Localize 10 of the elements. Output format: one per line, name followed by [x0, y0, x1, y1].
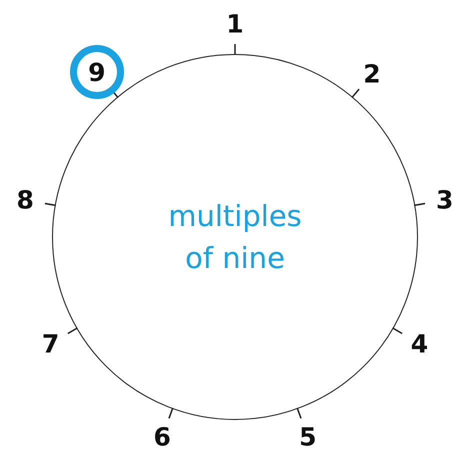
number-label: 3	[436, 188, 454, 212]
number-label: 7	[42, 331, 60, 356]
number-label: 2	[363, 61, 381, 86]
number-label: 8	[16, 188, 34, 212]
number-label: 1	[226, 12, 244, 36]
circle-title: multiples of nine	[167, 198, 303, 277]
number-label: 6	[153, 424, 171, 450]
number-label: 4	[410, 331, 428, 356]
number-label: 5	[299, 424, 317, 450]
circled-number: 9	[70, 45, 124, 100]
